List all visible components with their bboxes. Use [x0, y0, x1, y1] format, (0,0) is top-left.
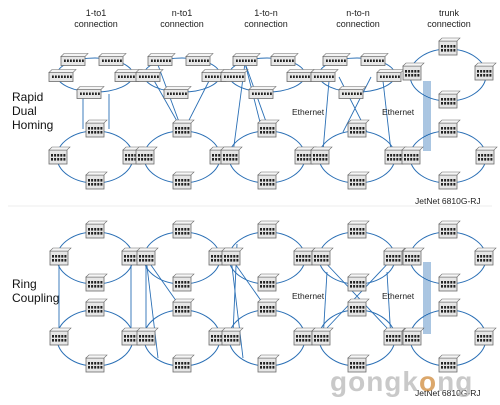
industrial-switch-icon [85, 119, 108, 138]
rack-switch-icon [147, 53, 176, 66]
rack-switch-icon [248, 86, 277, 99]
industrial-switch-icon [475, 146, 498, 165]
industrial-switch-icon [48, 146, 71, 165]
coupling-link [326, 257, 394, 329]
industrial-switch-icon [172, 354, 195, 373]
rack-switch-icon [286, 69, 315, 82]
industrial-switch-icon [383, 247, 406, 266]
industrial-switch-icon [257, 171, 280, 190]
industrial-switch-icon [401, 146, 424, 165]
watermark-logo: gongkong [330, 366, 474, 397]
industrial-switch-icon [220, 146, 243, 165]
industrial-switch-icon [383, 327, 406, 346]
industrial-switch-icon [136, 327, 159, 346]
industrial-switch-icon [121, 327, 144, 346]
industrial-switch-icon [347, 298, 370, 317]
industrial-switch-icon [85, 220, 108, 239]
industrial-switch-icon [85, 171, 108, 190]
rack-switch-icon [98, 53, 127, 66]
industrial-switch-icon [49, 247, 72, 266]
column-header-n-to-1: n-to1 connection [160, 8, 204, 29]
coupling-link [320, 257, 388, 329]
industrial-switch-icon [474, 247, 497, 266]
ethernet-label: Ethernet [292, 107, 325, 117]
rack-switch-icon [338, 86, 367, 99]
industrial-switch-icon [172, 298, 195, 317]
coupling-link [230, 257, 244, 359]
industrial-switch-icon [257, 220, 280, 239]
industrial-switch-icon [402, 62, 425, 81]
industrial-switch-icon [257, 273, 280, 292]
rack-switch-icon [135, 69, 164, 82]
coupling-link [322, 80, 330, 152]
industrial-switch-icon [85, 354, 108, 373]
industrial-switch-icon [172, 119, 195, 138]
row-label-rapid-dual-homing: Rapid Dual Homing [12, 90, 54, 132]
industrial-switch-icon [402, 327, 425, 346]
industrial-switch-icon [438, 220, 461, 239]
industrial-switch-icon [347, 220, 370, 239]
column-header-1-to-1: 1-to1 connection [74, 8, 118, 29]
column-header-1-to-n: 1-to-n connection [244, 8, 288, 29]
rack-switch-icon [48, 69, 77, 82]
industrial-switch-icon [172, 220, 195, 239]
device-model-label: JetNet 6810G-RJ [415, 196, 481, 206]
industrial-switch-icon [347, 354, 370, 373]
industrial-switch-icon [257, 354, 280, 373]
coupling-link [382, 80, 392, 152]
rack-switch-icon [163, 86, 192, 99]
rack-switch-icon [310, 69, 339, 82]
rack-switch-icon [322, 53, 351, 66]
industrial-switch-icon [438, 119, 461, 138]
ethernet-label: Ethernet [292, 291, 325, 301]
rack-switch-icon [360, 53, 389, 66]
industrial-switch-icon [311, 327, 334, 346]
industrial-switch-icon [135, 146, 158, 165]
industrial-switch-icon [257, 298, 280, 317]
ethernet-label: Ethernet [382, 107, 415, 117]
rack-switch-icon [376, 69, 405, 82]
industrial-switch-icon [294, 146, 317, 165]
rack-switch-icon [232, 53, 261, 66]
industrial-switch-icon [221, 247, 244, 266]
industrial-switch-icon [438, 171, 461, 190]
industrial-switch-icon [257, 119, 280, 138]
industrial-switch-icon [438, 298, 461, 317]
industrial-switch-icon [221, 327, 244, 346]
rack-switch-icon [220, 69, 249, 82]
industrial-switch-icon [474, 327, 497, 346]
industrial-switch-icon [136, 247, 159, 266]
industrial-switch-icon [347, 273, 370, 292]
industrial-switch-icon [384, 146, 407, 165]
industrial-switch-icon [438, 37, 461, 56]
industrial-switch-icon [438, 354, 461, 373]
rack-switch-icon [185, 53, 214, 66]
ethernet-label: Ethernet [382, 291, 415, 301]
device-model-label: JetNet 6810G-RJ [415, 388, 481, 398]
industrial-switch-icon [49, 327, 72, 346]
industrial-switch-icon [402, 247, 425, 266]
rack-switch-icon [270, 53, 299, 66]
industrial-switch-icon [347, 119, 370, 138]
industrial-switch-icon [438, 273, 461, 292]
row-label-ring-coupling: Ring Coupling [12, 277, 60, 305]
industrial-switch-icon [347, 171, 370, 190]
column-header-trunk: trunk connection [427, 8, 471, 29]
column-header-n-to-n: n-to-n connection [336, 8, 380, 29]
industrial-switch-icon [438, 90, 461, 109]
industrial-switch-icon [85, 273, 108, 292]
industrial-switch-icon [311, 247, 334, 266]
industrial-switch-icon [85, 298, 108, 317]
rack-switch-icon [76, 86, 105, 99]
industrial-switch-icon [474, 62, 497, 81]
rack-switch-icon [60, 53, 89, 66]
industrial-switch-icon [172, 273, 195, 292]
coupling-link [145, 257, 159, 359]
industrial-switch-icon [172, 171, 195, 190]
industrial-switch-icon [310, 146, 333, 165]
